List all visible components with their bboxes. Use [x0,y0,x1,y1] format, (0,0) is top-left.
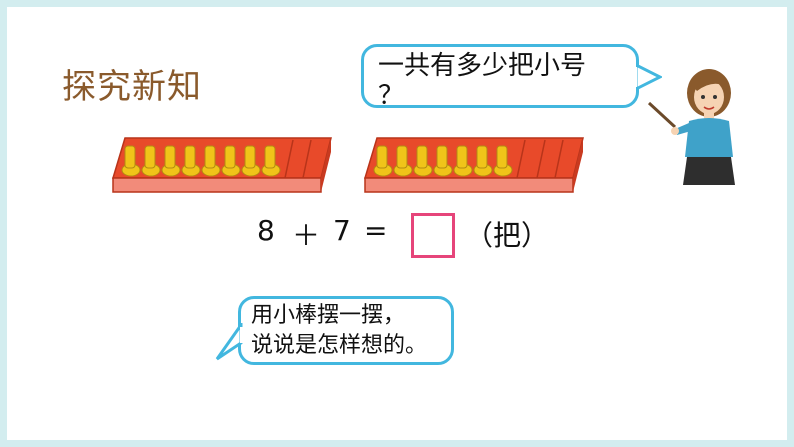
equation-plus-sign: ＋ [292,219,321,252]
page-title: 探究新知 [62,67,202,107]
hint-line-2: 说说是怎样想的。 [251,333,428,358]
hint-speech-bubble: 用小棒摆一摆， 说说是怎样想的。 [215,296,454,365]
equation-unit: （把） [465,219,550,252]
equation-left-operand: 8 [257,214,275,247]
bubble-tail [215,323,243,361]
question-line-2: ？ [378,81,405,111]
equation-equals-sign: = [364,214,388,247]
hint-line-1: 用小棒摆一摆， [251,303,406,328]
answer-box[interactable] [411,213,455,258]
equation-right-operand: 7 [333,214,351,247]
trumpet-icon-group [121,145,281,177]
question-speech-bubble: 一共有多少把小号 ？ [361,44,662,111]
teacher-illustration [647,69,735,185]
trumpet-tray-left [111,137,332,193]
trumpet-icon-group [373,145,513,177]
question-line-1: 一共有多少把小号 [378,51,587,81]
bubble-tail [636,63,662,91]
trumpet-tray-right [363,137,584,193]
